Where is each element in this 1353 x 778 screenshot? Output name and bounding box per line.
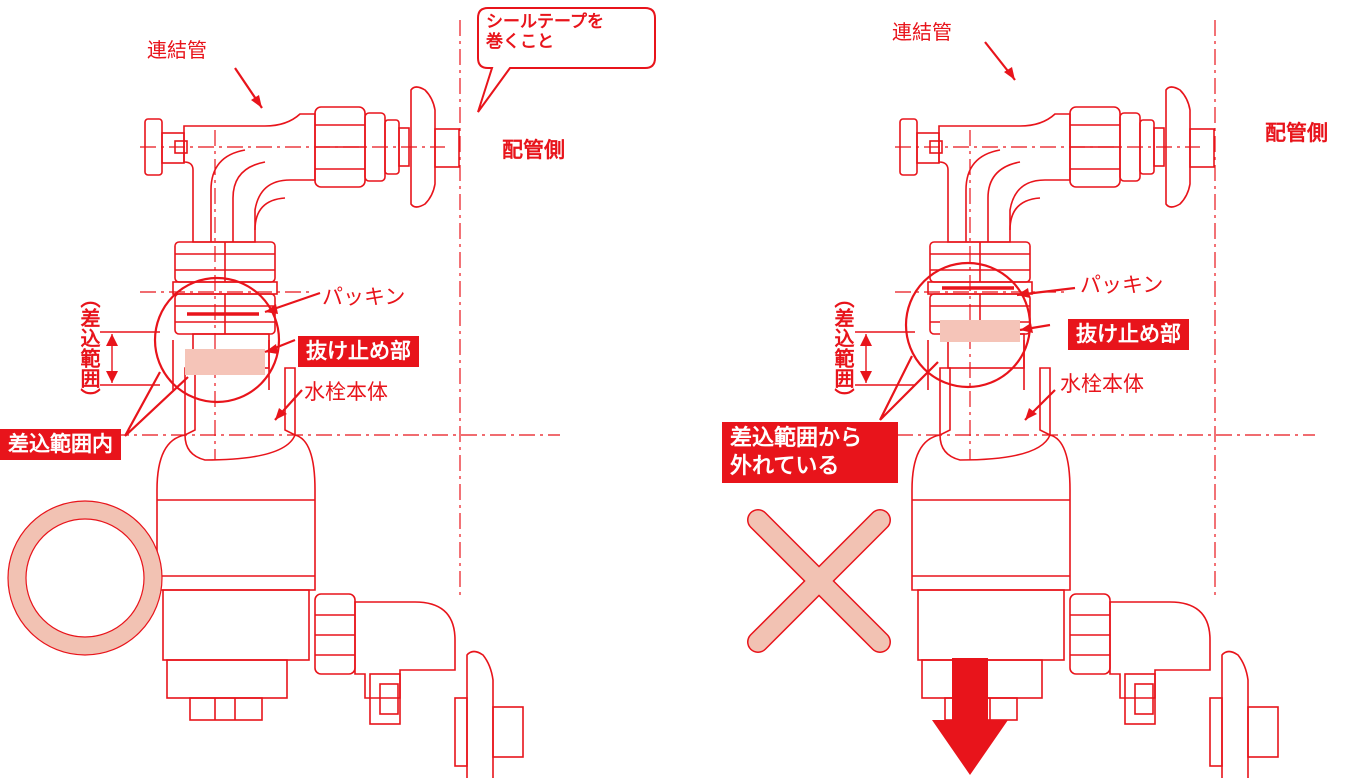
- packing-label-left: パッキン: [322, 285, 406, 309]
- correct-circle-icon: [8, 501, 162, 655]
- insertion-range-label-right: （差込範囲）: [831, 288, 855, 408]
- seal-tape-callout: [477, 7, 656, 113]
- connecting-pipe-label-left: 連結管: [147, 38, 207, 62]
- out-of-range-line2: 外れている: [730, 453, 840, 479]
- packing-label-right: パッキン: [1080, 273, 1164, 297]
- down-arrow-icon: [932, 658, 1008, 775]
- right-faucet-diagram: [809, 19, 1316, 778]
- out-of-range-line1: 差込範囲から: [730, 426, 863, 451]
- piping-side-label-right: 配管側: [1265, 121, 1328, 145]
- faucet-body-label-left: 水栓本体: [304, 380, 388, 404]
- insertion-range-label-left: （差込範囲）: [77, 288, 101, 408]
- out-of-range-label: 差込範囲から 外れている: [722, 422, 898, 483]
- detail-circle-left: [153, 276, 281, 404]
- left-faucet-diagram: [54, 19, 561, 778]
- seal-tape-callout-text: シールテープを 巻くこと: [486, 12, 604, 52]
- within-range-label: 差込範囲内: [0, 429, 121, 461]
- retaining-part-label-right: 抜け止め部: [1068, 319, 1189, 351]
- retaining-part-label-left: 抜け止め部: [298, 336, 419, 368]
- seal-tape-line2: 巻くこと: [486, 31, 554, 52]
- piping-side-label-left: 配管側: [502, 138, 565, 162]
- connecting-pipe-label-right: 連結管: [892, 20, 952, 44]
- faucet-body-label-right: 水栓本体: [1060, 372, 1144, 396]
- seal-tape-line1: シールテープを: [486, 12, 604, 32]
- incorrect-cross-icon: [747, 509, 891, 653]
